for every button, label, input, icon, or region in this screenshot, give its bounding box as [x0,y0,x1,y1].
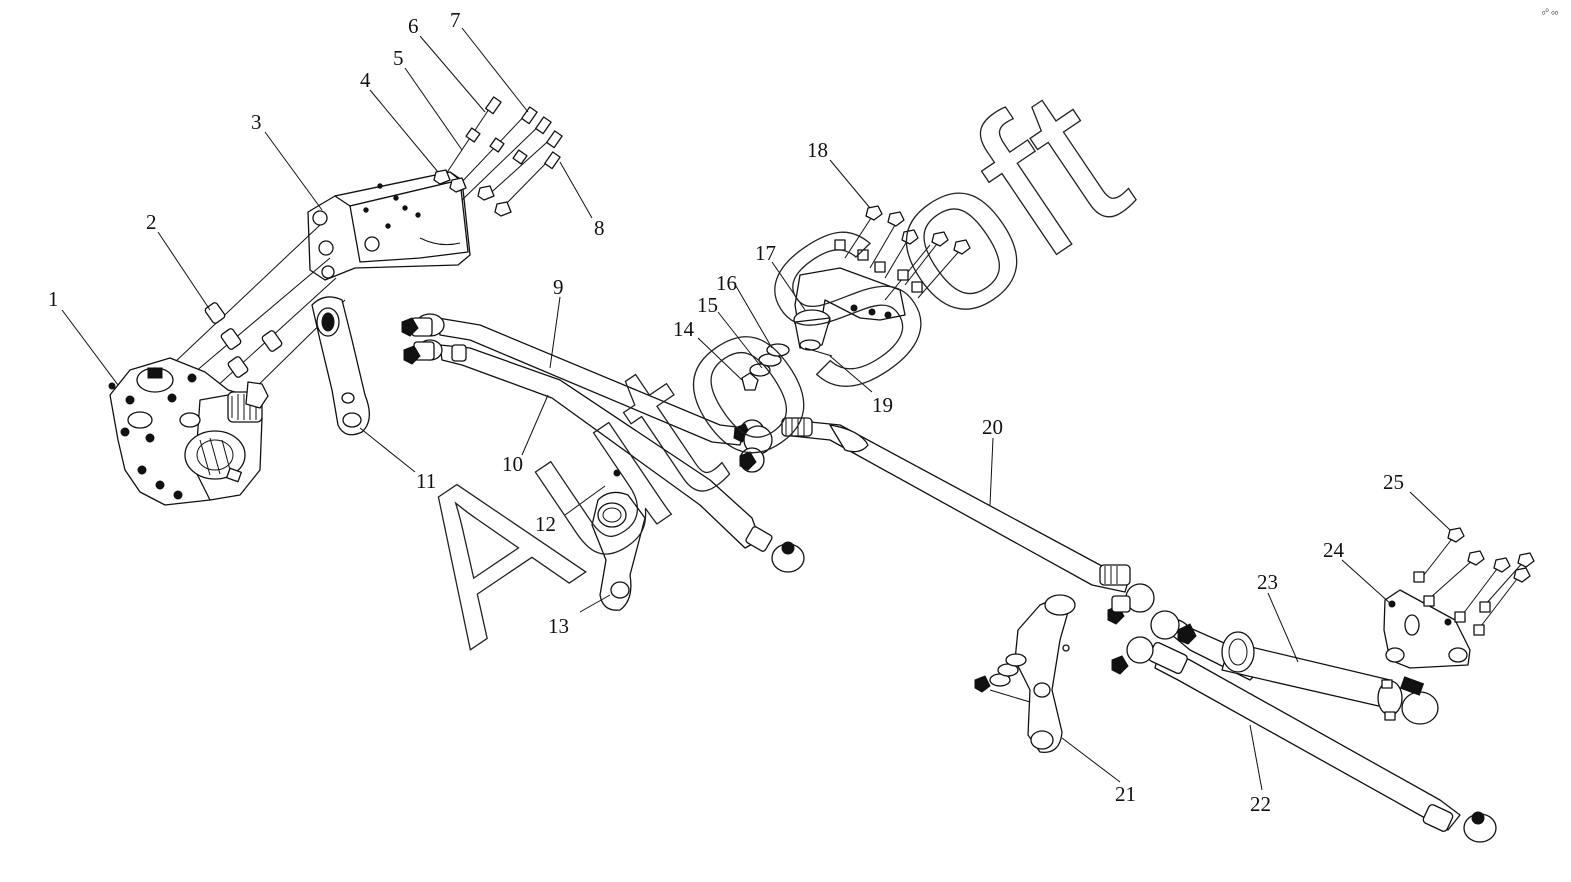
steering-arm [974,594,1076,753]
callout-17: 17 [755,241,776,265]
callout-11: 11 [416,469,436,493]
pivot-assembly [741,267,906,391]
callout-18: 18 [807,138,828,162]
callout-24: 24 [1323,538,1345,562]
callout-4: 4 [360,68,371,92]
drag-link-lower [403,339,805,573]
callout-23: 23 [1257,570,1278,594]
callout-6: 6 [408,14,419,38]
ball-joint-center [739,425,773,473]
steering-gearbox [108,357,269,506]
leader-lines [61,27,1451,791]
callout-21: 21 [1115,782,1136,806]
callout-9: 9 [553,275,564,299]
callout-10: 10 [502,452,523,476]
callout-7: 7 [450,8,461,32]
tie-rod [781,417,1155,625]
callout-15: 15 [697,293,718,317]
callout-13: 13 [548,614,569,638]
callout-19: 19 [872,393,893,417]
corner-mark: ₒᵒ ₒₒ [1542,6,1559,16]
callout-20: 20 [982,415,1003,439]
cylinder-bracket [1383,589,1471,669]
callout-12: 12 [535,512,556,536]
callout-5: 5 [393,46,404,70]
callout-16: 16 [716,271,737,295]
callout-2: 2 [146,210,157,234]
tie-rod-lower [1111,636,1497,843]
callout-1: 1 [48,287,59,311]
idler-arm [591,469,646,611]
mounting-bracket [307,171,471,281]
cylinder-bracket-bolts [1413,527,1535,636]
knuckle-bolts [834,205,971,301]
pitman-arm [311,296,370,436]
callout-22: 22 [1250,792,1271,816]
callout-labels: 1 2 3 4 5 6 7 8 9 10 11 12 13 14 15 16 1… [48,8,1404,816]
callout-25: 25 [1383,470,1404,494]
callout-14: 14 [673,317,695,341]
callout-3: 3 [251,110,262,134]
bracket-bolts [433,96,563,217]
power-cylinder [1150,610,1439,725]
callout-8: 8 [594,216,605,240]
